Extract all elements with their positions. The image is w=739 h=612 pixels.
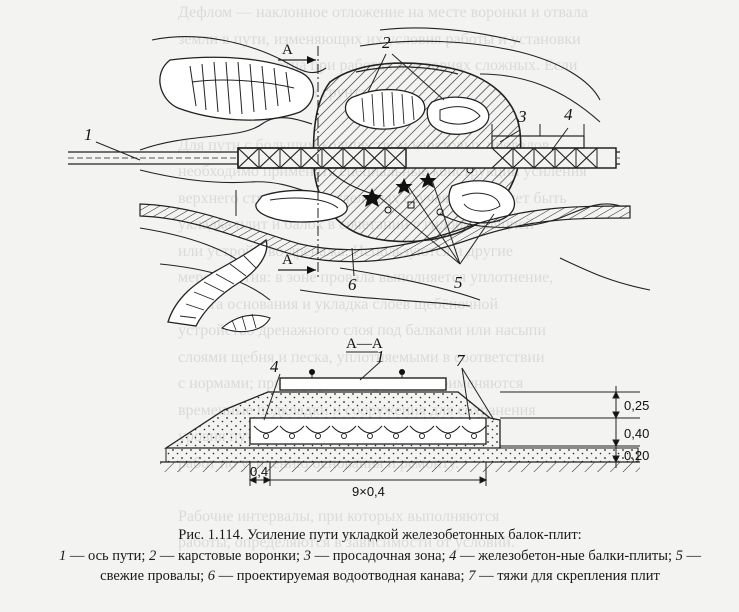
sinkhole-upper-left	[159, 56, 315, 121]
section-label-ties: 7	[456, 351, 466, 370]
dim-step: 0,4	[250, 464, 268, 479]
plan-label-slabs: 4	[564, 105, 573, 124]
background-line: работы, определяются в зависимости от ус…	[178, 534, 515, 551]
background-line: устройство дренажного слоя под балками и…	[178, 322, 546, 339]
slab-tie	[263, 433, 269, 439]
background-line: слоями щебня и песка, уплотняемыми в соо…	[178, 348, 545, 366]
plan-label-subsidence: 3	[517, 107, 527, 126]
dim-bottom: 0,20	[624, 448, 649, 463]
plan-label-canal: 6	[348, 275, 357, 294]
caption-title: Рис. 1.114. Усиление пути укладкой желез…	[178, 527, 582, 543]
caption-num-7: 7	[468, 568, 476, 584]
plan-view: 1 2 3 4 5 6 А А	[68, 27, 651, 333]
ravine-lower-left	[167, 238, 271, 333]
caption-text-4: — железобетон-ные балки-плиты;	[456, 547, 676, 564]
figure-caption: Рис. 1.114. Усиление пути укладкой желез…	[40, 525, 720, 587]
slab-tie	[471, 433, 477, 439]
caption-text-3: — просадочная зона;	[310, 547, 450, 564]
figure: 1 2 3 4 5 6 А А А—А	[68, 27, 651, 499]
dim-top: 0,25	[624, 398, 649, 413]
caption-num-3: 3	[303, 547, 311, 564]
dimension-lines	[248, 386, 640, 486]
plan-label-fresh: 5	[454, 273, 463, 292]
caption-text-5: — свежие провалы;	[100, 547, 702, 585]
background-line: грунта основания и укладка слоёв щебёноч…	[178, 295, 499, 313]
leader-lines	[95, 53, 569, 277]
sinkhole-lower-left	[255, 189, 348, 223]
caption-items: 1 — ось пути; 2 — карстовые воронки; 3 —…	[40, 546, 720, 587]
plan-label-axis: 1	[84, 125, 93, 144]
caption-text-7: — тяжи для скрепления плит	[475, 568, 660, 584]
section-label-axis: 1	[376, 347, 385, 366]
background-line: мероприятия: в зоне провала выполняется …	[178, 269, 554, 286]
background-line: Дефлом — наклонное отложение на месте во…	[178, 4, 589, 21]
slab-tie	[367, 433, 373, 439]
caption-num-6: 6	[207, 568, 215, 584]
background-line: земли в пути, изменяющих их условия рабо…	[178, 30, 581, 48]
slab-tie	[419, 433, 425, 439]
slab-tie	[315, 433, 321, 439]
track-with-slabs	[68, 124, 620, 169]
slab-tie	[393, 433, 399, 439]
background-line: Рабочие интервалы, при которых выполняют…	[178, 507, 500, 525]
slab-tie	[289, 433, 295, 439]
caption-num-2: 2	[149, 547, 157, 564]
slab-tie	[445, 433, 451, 439]
section-label-slabs: 4	[270, 357, 279, 376]
sinkhole-inner-a	[344, 88, 426, 130]
sinkhole-inner-b	[426, 96, 490, 135]
section-view: А—А	[160, 336, 649, 499]
slab-cells	[253, 425, 487, 439]
caption-text-1: — ось пути;	[66, 547, 149, 564]
drainage-canal	[139, 203, 631, 263]
section-title: А—А	[346, 336, 383, 352]
dim-span: 9×0,4	[352, 484, 385, 499]
caption-num-1: 1	[58, 547, 67, 564]
slab-tie	[341, 433, 347, 439]
section-line	[235, 46, 319, 280]
plan-label-sinkholes: 2	[382, 33, 391, 52]
caption-num-5: 5	[675, 547, 683, 564]
plan-label-section-bottom: А	[282, 252, 293, 268]
caption-num-4: 4	[449, 547, 457, 564]
dim-middle: 0,40	[624, 426, 649, 441]
plan-label-section-top: А	[282, 42, 293, 58]
caption-text-6: — проектируемая водоотводная канава;	[215, 568, 469, 584]
caption-text-2: — карстовые воронки;	[156, 547, 304, 564]
